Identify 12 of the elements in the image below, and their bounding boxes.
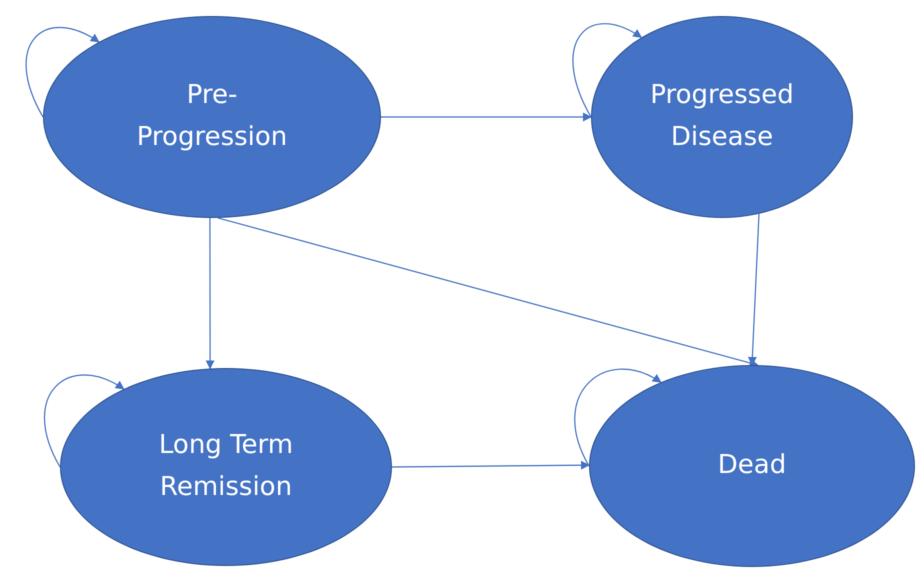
state-label: Progressed Disease [649,79,795,154]
arrow [381,112,592,122]
arrow [44,374,125,468]
state-label: Dead [718,449,786,482]
arrow [574,368,662,466]
arrow [26,26,100,118]
arrow [392,460,590,470]
state-label: Long Term Remission [158,429,294,504]
arrow [572,23,642,118]
arrow [206,218,215,370]
arrow [218,217,759,368]
state-label: Pre-Progression [136,79,288,154]
